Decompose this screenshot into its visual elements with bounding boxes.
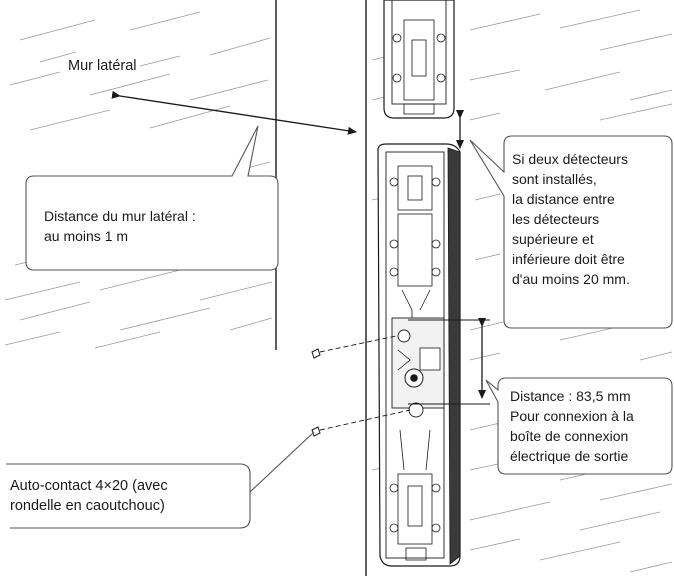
callout-connection: [485, 377, 673, 475]
lower-detector: [377, 143, 461, 567]
connection-line-3: électrique de sortie: [510, 448, 629, 464]
two-detectors-line-3: la distance entre: [512, 191, 615, 207]
callout-screw: [6, 463, 251, 529]
upper-detector: [383, 0, 455, 119]
two-detectors-line-6: inférieure doit être: [512, 251, 625, 267]
connection-line-1: Pour connexion à la: [510, 408, 634, 424]
upper-screw: [311, 335, 397, 359]
screw-line-2: rondelle en caoutchouc): [10, 498, 165, 514]
lower-screw: [311, 409, 411, 437]
side-wall-distance-text: Distance du mur latéral : au moins 1 m: [44, 206, 196, 246]
screw-text: Auto-contact 4×20 (avec rondelle en caou…: [10, 476, 168, 516]
side-wall-distance-line-1: Distance du mur latéral :: [44, 208, 196, 224]
two-detectors-line-4: les détecteurs: [512, 211, 600, 227]
connection-line-2: boîte de connexion: [510, 428, 629, 444]
connection-text: Distance : 83,5 mm Pour connexion à la b…: [510, 386, 634, 466]
two-detectors-text: Si deux détecteurs sont installés, la di…: [512, 149, 630, 289]
distance-value-label: Distance : 83,5 mm: [510, 388, 631, 404]
screw-line-1: Auto-contact 4×20 (avec: [10, 478, 168, 494]
side-wall-distance-arrow: [111, 90, 357, 135]
two-detectors-line-7: d'au moins 20 mm.: [512, 271, 630, 287]
side-wall-distance-line-2: au moins 1 m: [44, 228, 129, 244]
two-detectors-line-5: supérieure et: [512, 231, 594, 247]
side-wall-label: Mur latéral: [68, 58, 137, 74]
callout-two-detectors: [469, 135, 673, 329]
two-detectors-line-2: sont installés,: [512, 171, 597, 187]
callout-screw-leader: [249, 431, 315, 493]
callout-side-wall-distance: [25, 125, 279, 271]
two-detectors-line-1: Si deux détecteurs: [512, 151, 628, 167]
connection-distance-arrow: [408, 318, 490, 405]
